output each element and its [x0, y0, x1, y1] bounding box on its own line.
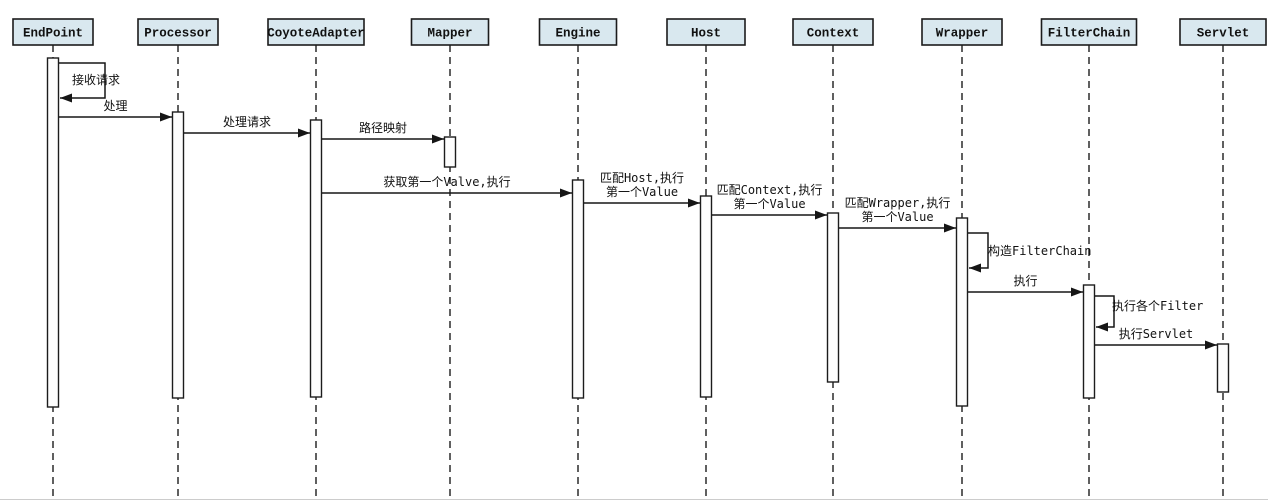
participant-mapper: [410, 18, 490, 46]
participant-label-mapper: Mapper: [427, 27, 472, 41]
activation-processor: [171, 111, 185, 399]
message-label: 匹配Host,执行: [600, 171, 684, 185]
participant-label-engine: Engine: [555, 27, 600, 41]
activation-filterchain: [1082, 284, 1096, 399]
activation-endpoint: [46, 57, 60, 408]
participant-label-wrapper: Wrapper: [936, 27, 989, 41]
participant-label-servlet: Servlet: [1197, 27, 1250, 41]
participant-filterchain: [1040, 18, 1138, 46]
participant-coyoteadapter: [267, 18, 365, 46]
activation-engine: [571, 179, 585, 399]
participant-processor: [137, 18, 219, 46]
message-label: 构造FilterChain: [988, 243, 1091, 258]
participant-engine: [538, 18, 618, 46]
message-label: 执行: [1013, 274, 1037, 288]
message-label: 处理请求: [223, 115, 271, 129]
self-message-arrow-endpoint: [59, 62, 106, 103]
message-label: 第一个Value: [733, 197, 805, 211]
participant-servlet: [1179, 18, 1267, 46]
activation-mapper: [443, 136, 457, 168]
participant-host: [666, 18, 746, 46]
participant-label-host: Host: [691, 27, 721, 41]
self-message-arrow-wrapper: [968, 232, 989, 273]
participant-wrapper: [921, 18, 1003, 46]
participant-label-coyoteadapter: CoyoteAdapter: [267, 27, 365, 41]
message-label: 匹配Wrapper,执行: [845, 196, 951, 210]
message-label: 执行各个Filter: [1112, 298, 1203, 313]
activation-servlet: [1216, 343, 1230, 393]
message-label: 获取第一个Valve,执行: [383, 175, 510, 189]
activation-host: [699, 195, 713, 398]
message-label: 第一个Value: [606, 185, 678, 199]
message-label: 处理: [103, 99, 127, 113]
message-label: 匹配Context,执行: [717, 183, 823, 197]
participant-label-filterchain: FilterChain: [1048, 27, 1131, 41]
participant-label-endpoint: EndPoint: [23, 27, 83, 41]
activation-context: [826, 212, 840, 383]
message-label: 路径映射: [359, 120, 407, 135]
participant-label-context: Context: [807, 27, 860, 41]
activation-coyoteadapter: [309, 119, 323, 398]
message-label: 第一个Value: [861, 210, 933, 224]
participant-context: [792, 18, 874, 46]
message-label: 接收请求: [72, 72, 120, 87]
message-label: 执行Servlet: [1119, 327, 1194, 341]
participant-label-processor: Processor: [144, 27, 212, 41]
activation-wrapper: [955, 217, 969, 407]
self-message-arrow-filterchain: [1095, 295, 1115, 332]
participant-endpoint: [12, 18, 94, 46]
